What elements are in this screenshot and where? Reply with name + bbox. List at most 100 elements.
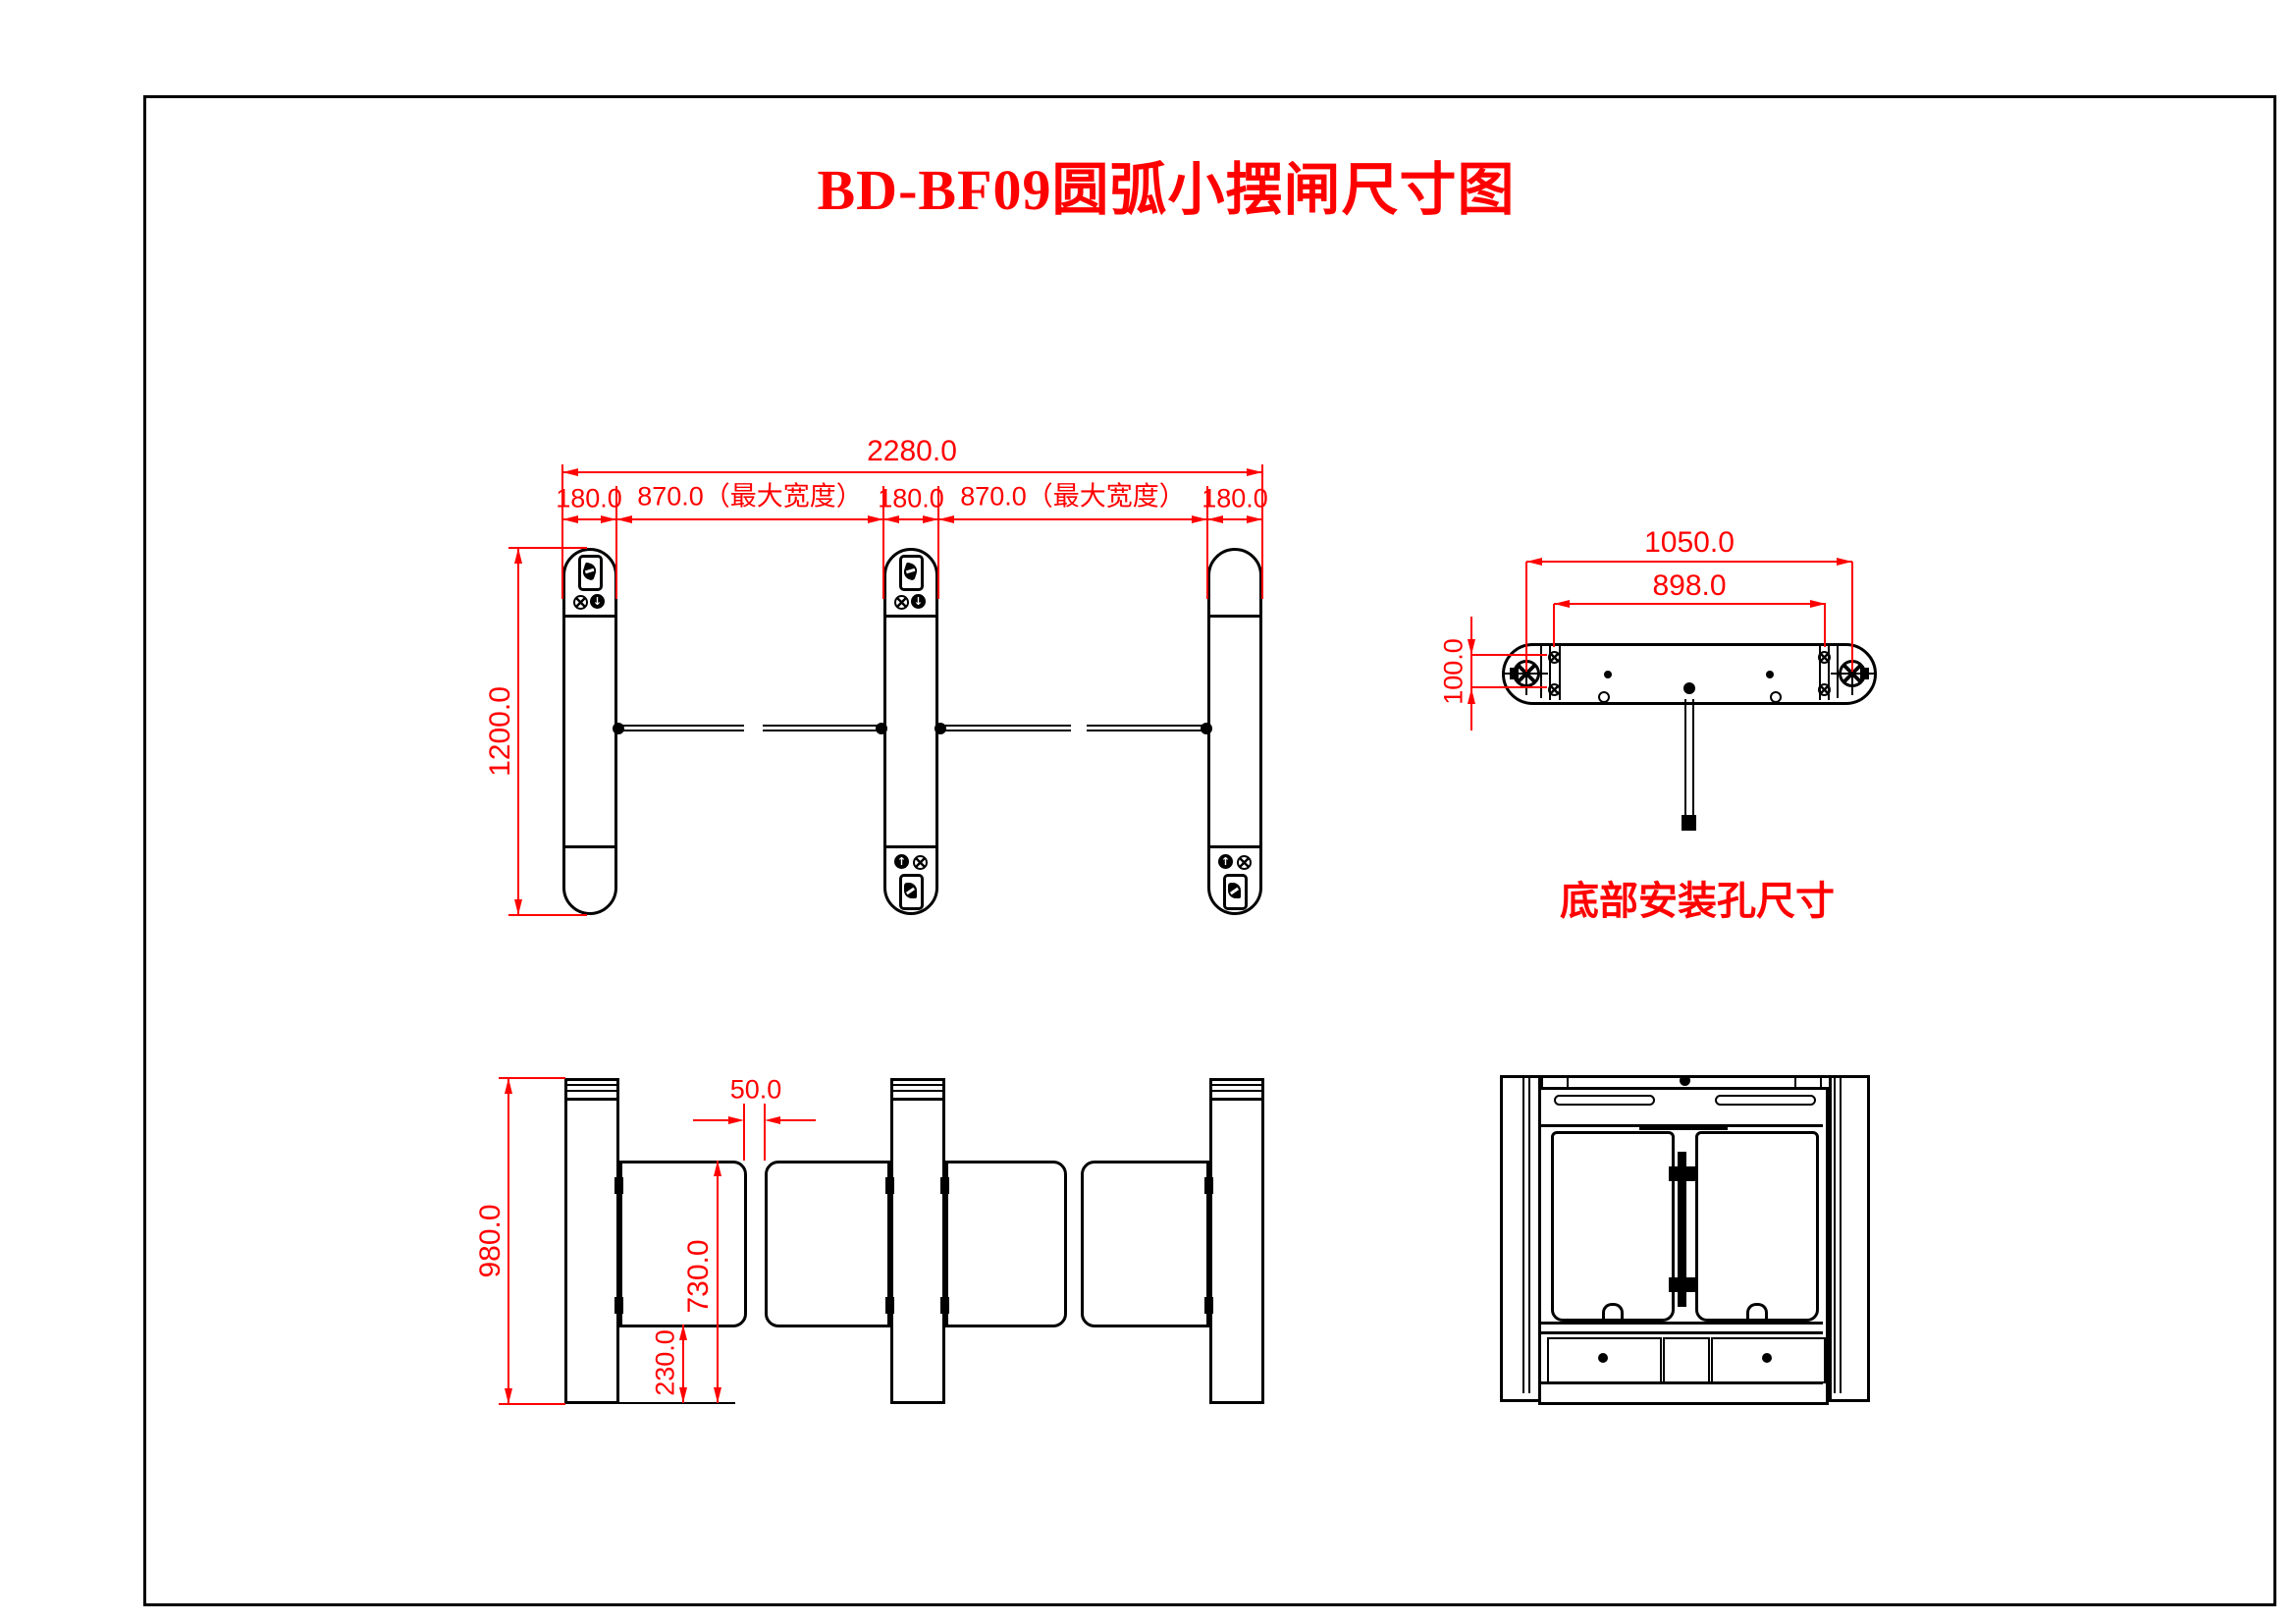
- dimension-line: [717, 1161, 719, 1403]
- arrowhead: [1554, 600, 1570, 608]
- post-cap-line: [567, 1090, 616, 1092]
- dimension-line: [693, 1119, 734, 1121]
- cap-step-line: [1794, 1075, 1796, 1089]
- extension-line: [499, 1077, 565, 1079]
- card-reader-icon: [1223, 874, 1248, 910]
- panel-top-bar: [1639, 1126, 1728, 1130]
- no-entry-indicator-icon: [894, 595, 909, 610]
- dimension-line: [1554, 603, 1826, 605]
- swing-arm: [1087, 725, 1207, 731]
- arrowhead: [1468, 688, 1475, 704]
- wing-hinge: [885, 1297, 894, 1314]
- no-entry-indicator-icon: [1237, 855, 1252, 870]
- arrowhead: [505, 1078, 512, 1094]
- arrowhead: [1810, 600, 1826, 608]
- swipe-hand-icon: [901, 562, 920, 581]
- hinge-block: [1669, 1277, 1695, 1292]
- extension-line: [1553, 604, 1555, 647]
- swing-wing-panel: [945, 1161, 1067, 1327]
- plate-line: [1828, 644, 1830, 700]
- extension-line: [1205, 486, 1208, 599]
- plate-line: [1559, 644, 1561, 700]
- cable-hole: [1770, 691, 1782, 703]
- swing-wing-panel: [765, 1161, 890, 1327]
- arrowhead: [1207, 515, 1223, 523]
- dimension-line: [517, 548, 519, 915]
- swing-arm: [938, 725, 1071, 731]
- crosshair-line: [1505, 673, 1548, 675]
- extension-line: [1470, 654, 1547, 656]
- post-cap-line: [1212, 1098, 1261, 1101]
- plate-line: [1549, 644, 1551, 700]
- cap-step-line: [1541, 1075, 1543, 1089]
- arrowhead: [765, 1116, 780, 1124]
- card-reader-icon: [578, 555, 603, 591]
- plate-line: [1837, 646, 1839, 698]
- arrowhead: [679, 1387, 687, 1403]
- dim-wing-bottom-height: 230.0: [650, 1329, 680, 1396]
- end-lug: [1860, 668, 1869, 679]
- dim-plate-width: 1050.0: [1644, 526, 1735, 559]
- extension-line: [936, 486, 939, 599]
- dim-wing-top-height: 730.0: [682, 1239, 715, 1314]
- dimension-line: [1526, 561, 1852, 563]
- drawer-lock-dot: [1598, 1353, 1608, 1363]
- arm-line: [1684, 699, 1686, 819]
- card-reader-icon: [899, 874, 924, 910]
- post-panel-line: [565, 845, 614, 848]
- arm-hub: [613, 723, 624, 734]
- swing-arm: [617, 725, 744, 731]
- dim-lane-width: 870.0（最大宽度）: [637, 481, 863, 512]
- bolt-hole-icon: [1548, 683, 1561, 696]
- post-panel-line: [886, 845, 935, 848]
- extension-line: [764, 1104, 766, 1161]
- post-panel-line: [886, 615, 935, 618]
- dim-post-width: 180.0: [556, 483, 622, 514]
- wing-hinge: [614, 1177, 623, 1194]
- dimension-line: [562, 518, 1262, 520]
- arrowhead: [938, 515, 954, 523]
- entry-direction-indicator-icon: ↓: [911, 594, 926, 609]
- dimension-line: [1470, 617, 1472, 730]
- panel-handle-icon: [1602, 1303, 1624, 1319]
- post-middle-side-outline: [890, 1078, 945, 1404]
- arm-hub: [934, 723, 946, 734]
- no-entry-indicator-icon: [573, 595, 588, 610]
- entry-direction-indicator-icon: ↑: [894, 854, 909, 869]
- post-left-side-outline: [564, 1078, 619, 1404]
- dim-hole-pitch: 100.0: [1438, 638, 1468, 705]
- extension-line: [614, 486, 617, 599]
- post-cap-line: [567, 1084, 616, 1086]
- arrowhead: [923, 515, 938, 523]
- post-panel-line: [565, 615, 614, 618]
- extension-line: [1470, 686, 1547, 688]
- arm-line: [1692, 699, 1694, 819]
- wing-hinge: [940, 1177, 949, 1194]
- arm-hub: [1201, 723, 1212, 734]
- arrowhead: [714, 1387, 721, 1403]
- wing-hinge: [1204, 1297, 1213, 1314]
- post-cap-line: [893, 1098, 942, 1101]
- arm-hub: [876, 723, 887, 734]
- access-panel-left: [1551, 1131, 1675, 1322]
- base-drawer-left: [1547, 1337, 1662, 1383]
- dim-hole-span: 898.0: [1652, 569, 1727, 602]
- swing-wing-panel: [1081, 1161, 1209, 1327]
- extension-line: [743, 1104, 745, 1161]
- column-inner-line: [1528, 1078, 1530, 1393]
- wing-hinge: [1204, 1177, 1213, 1194]
- extension-line: [499, 1402, 565, 1405]
- arrowhead: [1526, 558, 1542, 566]
- dim-cabinet-height: 980.0: [474, 1204, 507, 1278]
- arrowhead: [868, 515, 883, 523]
- arrowhead: [505, 1388, 512, 1404]
- extension-line: [1525, 562, 1527, 672]
- post-left-outline: [562, 548, 617, 915]
- bolt-hole-icon: [1818, 683, 1831, 696]
- post-cap-line: [1212, 1090, 1261, 1092]
- swipe-hand-icon: [580, 562, 599, 581]
- cable-hole: [1598, 691, 1610, 703]
- swipe-hand-icon: [1228, 883, 1241, 898]
- column-inner-line: [1834, 1078, 1836, 1393]
